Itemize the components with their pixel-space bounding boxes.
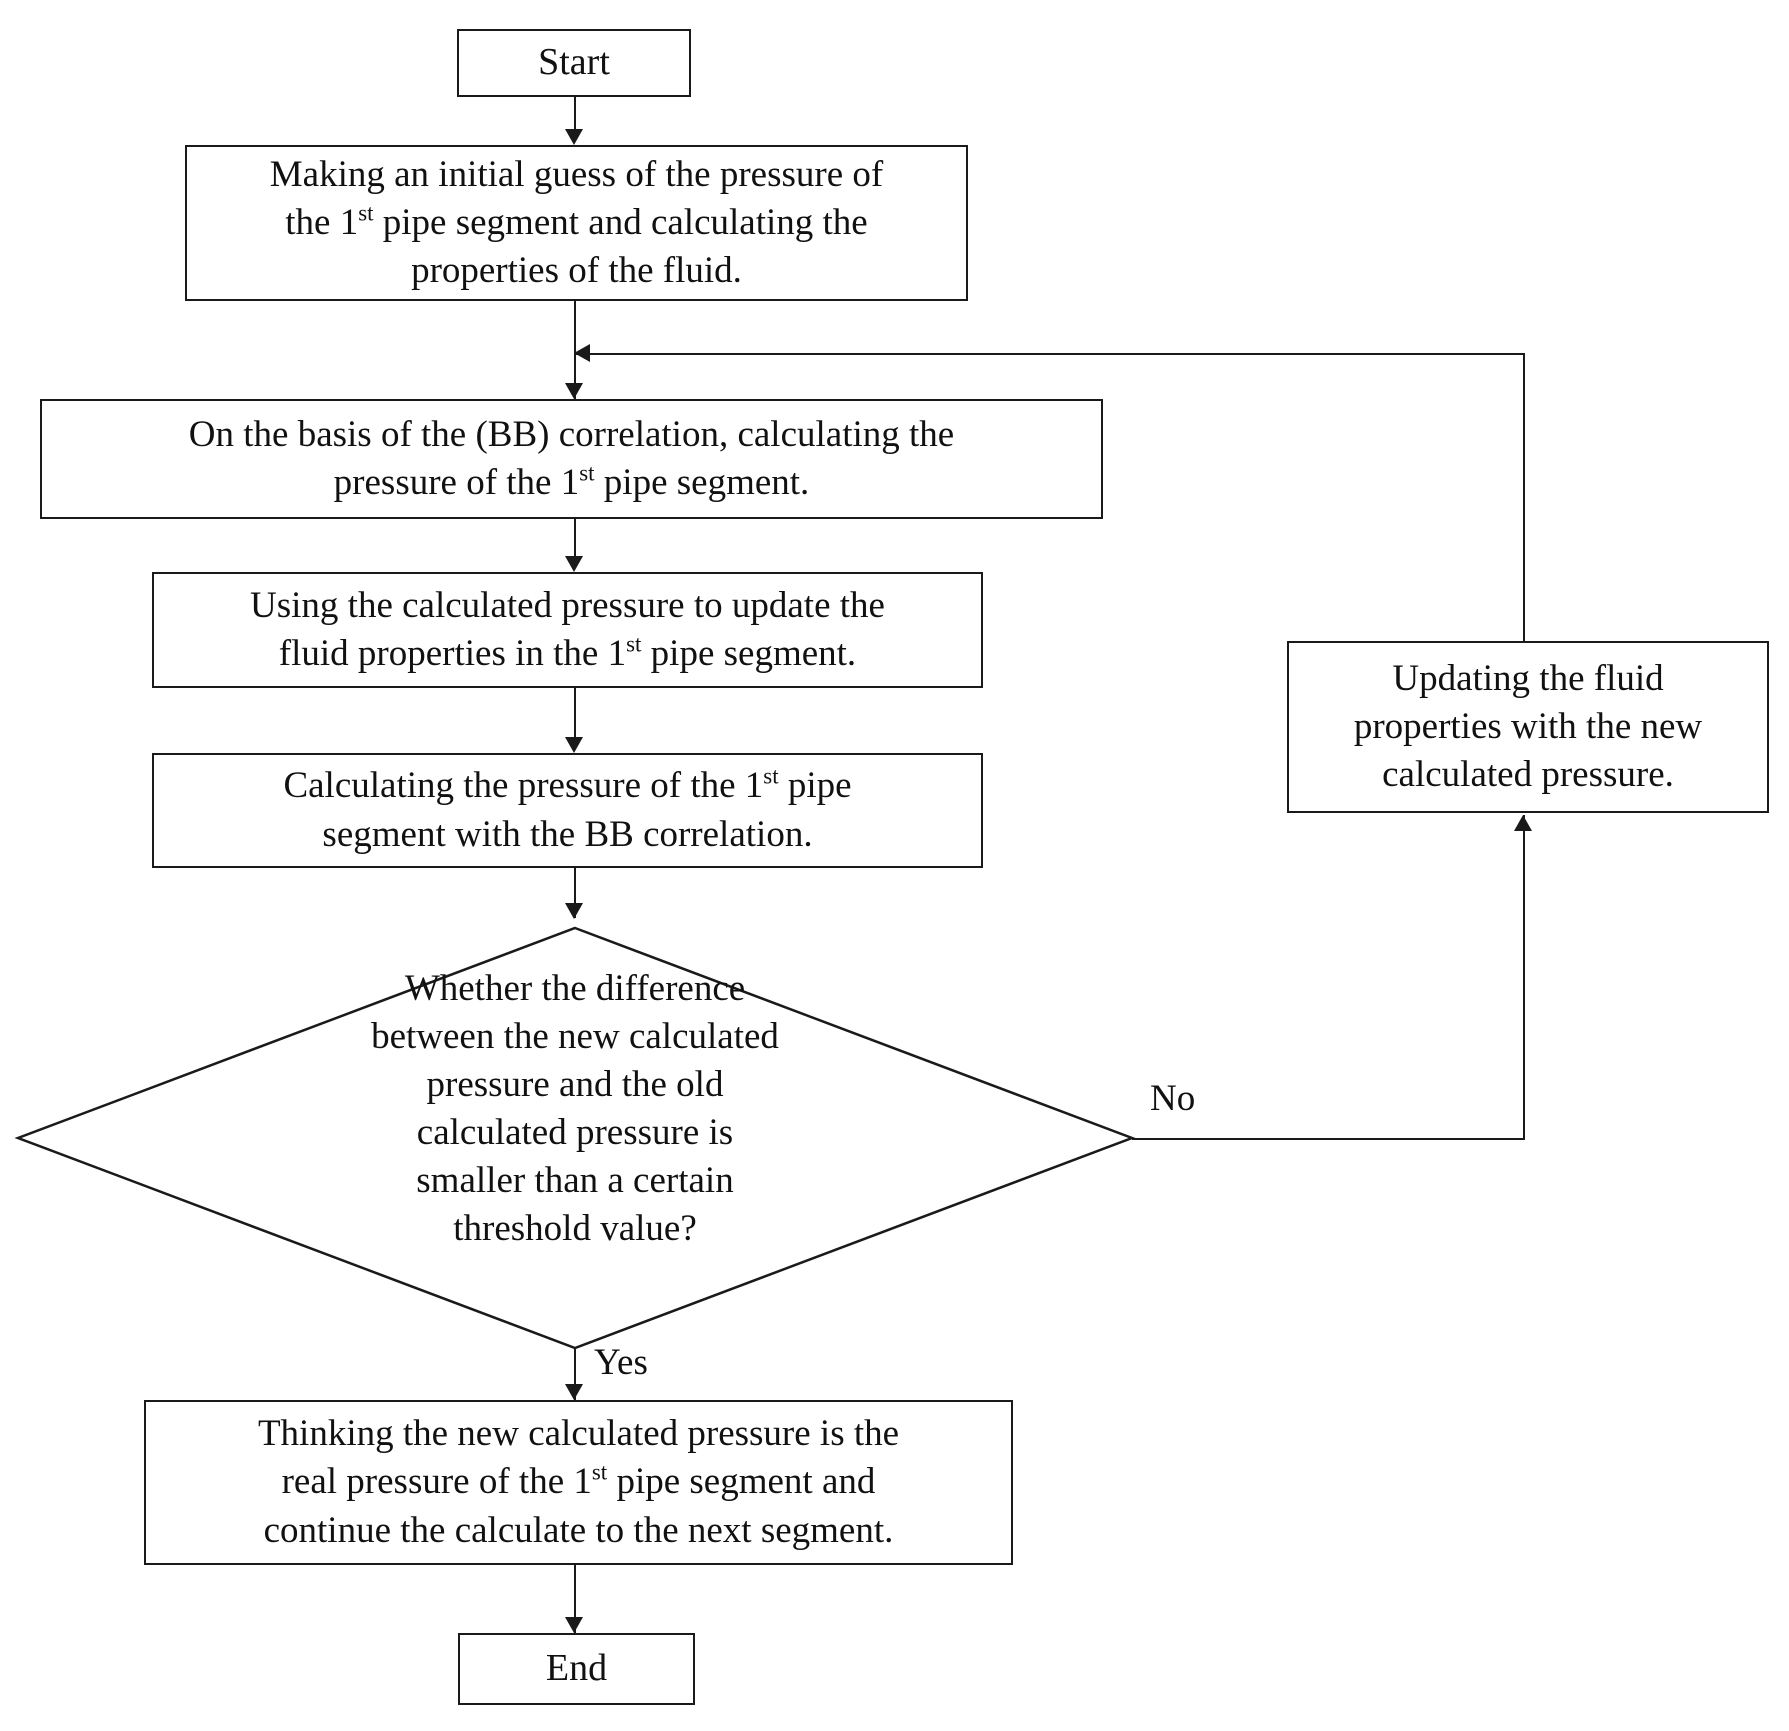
bb-first-calc-line-2a: pressure of the 1 [333, 462, 580, 503]
node-recalc-bb-label: Calculating the pressure of the 1st pipe… [162, 762, 973, 858]
node-update-props-label: Using the calculated pressure to update … [162, 582, 973, 678]
arrowhead-updating-fluid [1514, 815, 1532, 831]
node-bb-first-calc-label: On the basis of the (BB) correlation, ca… [50, 411, 1093, 507]
node-bb-first-calc[interactable]: On the basis of the (BB) correlation, ca… [40, 399, 1103, 519]
ordinal-suffix-st: st [626, 631, 642, 657]
arrowhead-accept-pressure [565, 1384, 583, 1400]
node-updating-fluid[interactable]: Updating the fluid properties with the n… [1287, 641, 1769, 813]
edge-label-yes: Yes [594, 1342, 648, 1383]
arrowhead-recalc [565, 737, 583, 753]
connector-update-props-to-recalc [574, 688, 576, 737]
connector-yes-vertical [574, 1348, 576, 1400]
initial-guess-line-3: properties of the fluid. [411, 250, 742, 292]
updating-fluid-line-3: calculated pressure. [1382, 754, 1674, 796]
accept-pressure-line-2b: pipe segment and [607, 1461, 876, 1503]
recalc-bb-line-1b: pipe [778, 765, 852, 807]
connector-no-vertical-up [1523, 815, 1525, 1140]
bb-first-calc-line-2b: pipe segment. [594, 462, 810, 503]
initial-guess-line-2a: the 1 [285, 201, 359, 243]
update-props-line-1: Using the calculated pressure to update … [250, 584, 885, 626]
edge-label-no: No [1150, 1078, 1196, 1119]
accept-pressure-line-2a: real pressure of the 1 [281, 1461, 592, 1503]
node-updating-fluid-label: Updating the fluid properties with the n… [1297, 655, 1759, 799]
initial-guess-line-2b: pipe segment and calculating the [373, 201, 868, 243]
arrowhead-decision [565, 903, 583, 919]
recalc-bb-line-1a: Calculating the pressure of the 1 [283, 765, 764, 807]
ordinal-suffix-st: st [763, 764, 779, 790]
ordinal-suffix-st: st [579, 460, 595, 486]
connector-start-to-initial-guess [574, 97, 576, 129]
ordinal-suffix-st: st [358, 200, 374, 226]
node-decision[interactable]: Whether the difference between the new c… [0, 920, 1140, 1360]
connector-feedback-horizontal [574, 353, 1525, 355]
arrowhead-end [565, 1617, 583, 1633]
initial-guess-line-1: Making an initial guess of the pressure … [269, 153, 884, 195]
updating-fluid-line-2: properties with the new [1353, 705, 1703, 747]
update-props-line-2b: pipe segment. [641, 633, 857, 674]
connector-no-horizontal [1132, 1138, 1525, 1140]
recalc-bb-line-2: segment with the BB correlation. [322, 813, 813, 855]
ordinal-suffix-st: st [591, 1460, 608, 1486]
updating-fluid-line-1: Updating the fluid [1392, 657, 1664, 699]
connector-accept-to-end [574, 1565, 576, 1633]
accept-pressure-line-3: continue the calculate to the next segme… [263, 1509, 894, 1551]
node-start-label: Start [538, 41, 610, 84]
arrowhead-initial-guess [565, 129, 583, 145]
node-initial-guess[interactable]: Making an initial guess of the pressure … [185, 145, 968, 301]
accept-pressure-line-1: Thinking the new calculated pressure is … [257, 1413, 900, 1455]
node-accept-pressure[interactable]: Thinking the new calculated pressure is … [144, 1400, 1013, 1565]
node-end[interactable]: End [458, 1633, 695, 1705]
node-end-label: End [545, 1647, 608, 1690]
connector-recalc-to-decision [574, 868, 576, 918]
node-initial-guess-label: Making an initial guess of the pressure … [195, 151, 958, 295]
arrowhead-update-props [565, 556, 583, 572]
update-props-line-2a: fluid properties in the 1 [278, 633, 627, 674]
node-start[interactable]: Start [457, 29, 691, 97]
bb-first-calc-line-1: On the basis of the (BB) correlation, ca… [188, 413, 955, 455]
connector-feedback-vertical [1523, 353, 1525, 643]
connector-bb-calc-to-update-props [574, 519, 576, 556]
node-recalc-bb[interactable]: Calculating the pressure of the 1st pipe… [152, 753, 983, 868]
node-accept-pressure-label: Thinking the new calculated pressure is … [154, 1410, 1003, 1554]
arrowhead-bb-calc [565, 383, 583, 399]
node-update-props[interactable]: Using the calculated pressure to update … [152, 572, 983, 688]
decision-diamond-shape [14, 926, 1136, 1350]
